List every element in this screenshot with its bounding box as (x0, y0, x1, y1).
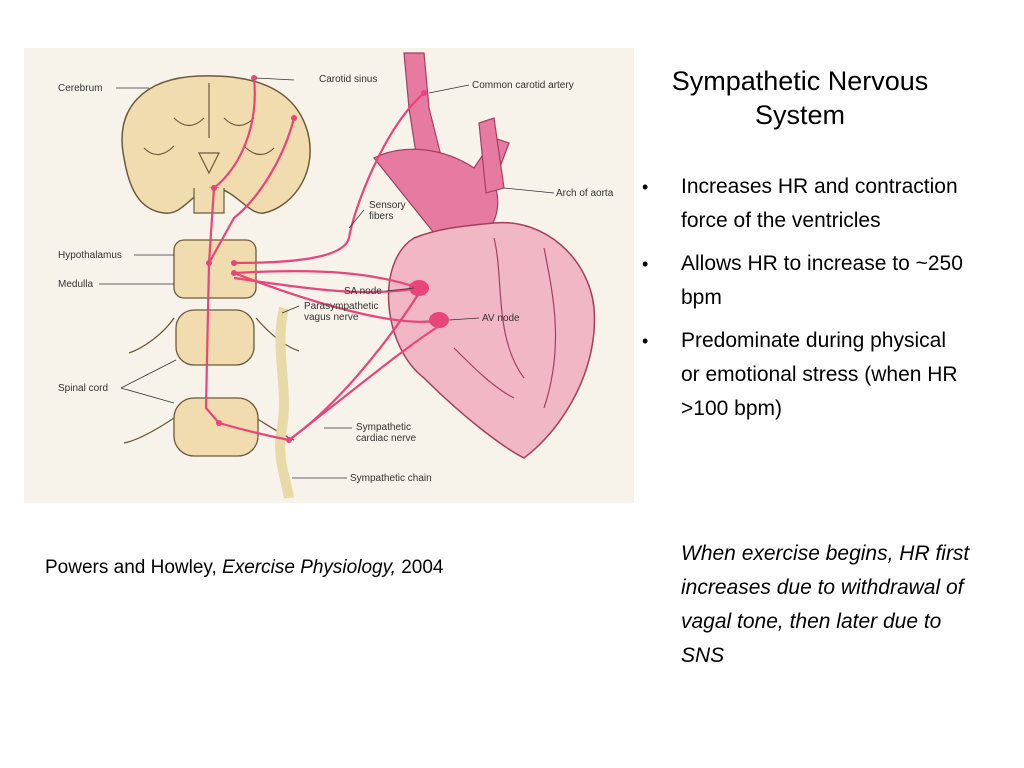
citation-year: 2004 (401, 557, 444, 578)
label-sa-node: SA node (344, 286, 382, 297)
exercise-note: When exercise begins, HR first increases… (681, 542, 970, 667)
sympathetic-chain-drawing (275, 306, 294, 499)
label-av-node: AV node (482, 313, 520, 324)
bullet-item: • Increases HR and contraction force of … (640, 170, 970, 238)
label-sympathetic-cardiac-2: cardiac nerve (356, 433, 417, 444)
slide-title: Sympathetic Nervous System (671, 66, 929, 130)
bullet-text: Allows HR to increase to ~250 bpm (681, 252, 963, 309)
bullet-list: • Increases HR and contraction force of … (640, 170, 970, 435)
label-parasympathetic-1: Parasympathetic (304, 301, 379, 312)
great-vessels (373, 52, 510, 244)
label-arch-of-aorta: Arch of aorta (556, 188, 614, 199)
anatomy-illustration (99, 52, 596, 499)
bullet-marker: • (642, 177, 649, 197)
label-sympathetic-chain: Sympathetic chain (350, 473, 432, 484)
nerve-paths (204, 77, 440, 442)
label-leaders (99, 77, 555, 479)
label-sympathetic-cardiac-1: Sympathetic (356, 422, 412, 433)
label-medulla: Medulla (58, 279, 94, 290)
label-parasympathetic-2: vagus nerve (304, 312, 359, 323)
label-sensory-fibers-2: fibers (369, 211, 394, 222)
spinal-segments (123, 239, 300, 457)
bullet-text: Predominate during physical or emotional… (681, 329, 958, 420)
nerve-nodes (206, 75, 427, 443)
label-carotid-sinus: Carotid sinus (319, 74, 378, 85)
bullet-text: Increases HR and contraction force of th… (681, 175, 958, 232)
cardiac-innervation-figure: Cerebrum Carotid sinus Common carotid ar… (24, 48, 634, 503)
bullet-item: • Allows HR to increase to ~250 bpm (640, 247, 970, 315)
citation-book: Exercise Physiology, (222, 557, 396, 578)
label-hypothalamus: Hypothalamus (58, 250, 122, 261)
bullet-marker: • (642, 254, 649, 274)
cerebrum-drawing (121, 75, 311, 214)
citation: Powers and Howley, Exercise Physiology, … (45, 556, 444, 580)
citation-authors: Powers and Howley, (45, 557, 217, 578)
label-cerebrum: Cerebrum (58, 83, 103, 94)
label-common-carotid-artery: Common carotid artery (472, 80, 574, 91)
bullet-marker: • (642, 331, 649, 351)
bullet-item: • Predominate during physical or emotion… (640, 324, 970, 426)
label-sensory-fibers-1: Sensory (369, 200, 406, 211)
label-spinal-cord: Spinal cord (58, 383, 109, 394)
heart-drawing (387, 221, 596, 459)
